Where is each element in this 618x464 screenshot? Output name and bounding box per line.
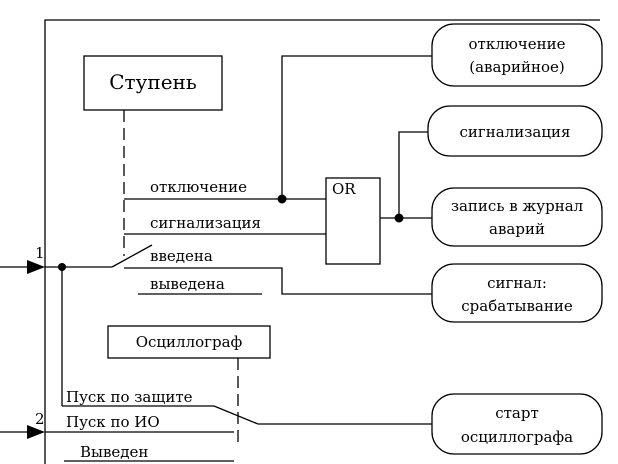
- terminal-emergency-trip-line1: отключение: [469, 35, 566, 53]
- trip-to-emergency-wire: [281, 55, 432, 199]
- input1-arrowhead: [27, 260, 45, 274]
- oscillograph-block-label: Осциллограф: [136, 333, 243, 351]
- terminal-log-line1: запись в журнал: [451, 197, 583, 215]
- frame-border: [44, 19, 600, 464]
- terminal-log: [431, 187, 603, 247]
- stage-output-alarm: сигнализация: [150, 214, 261, 232]
- input2-arrowhead: [27, 425, 45, 439]
- terminal-emergency-trip-line2: (аварийное): [469, 58, 565, 76]
- terminal-alarm: [427, 105, 603, 157]
- or-to-alarm-wire: [398, 131, 432, 218]
- stage-output-enabled: введена: [150, 247, 213, 265]
- osc-mode-start-by-io: Пуск по ИО: [66, 413, 160, 431]
- or-gate-label: OR: [332, 180, 356, 198]
- osc-mode-off: Выведен: [80, 443, 148, 461]
- osc-switch-blade: [213, 405, 259, 425]
- stage-switch-blade: [111, 244, 153, 268]
- oscillograph-block: [107, 325, 271, 359]
- terminal-alarm-label: сигнализация: [460, 123, 571, 141]
- terminal-signal: [431, 263, 603, 323]
- terminal-emergency-trip: [431, 23, 603, 87]
- enabled-to-signal-wire: [124, 267, 432, 295]
- terminal-osc-start-line1: старт: [495, 404, 539, 422]
- input2-number: 2: [35, 410, 45, 428]
- stage-block-label: Ступень: [109, 70, 197, 94]
- or-gate: [325, 177, 381, 265]
- terminal-signal-line2: срабатывание: [461, 297, 573, 315]
- stage-block: [83, 55, 223, 111]
- terminal-log-line2: аварий: [489, 220, 545, 238]
- input1-number: 1: [35, 244, 45, 262]
- osc-mode-start-by-protection: Пуск по защите: [66, 388, 193, 406]
- stage-output-disabled: выведена: [150, 275, 225, 293]
- stage-output-trip: отключение: [150, 178, 247, 196]
- terminal-signal-line1: сигнал:: [487, 274, 547, 292]
- terminal-osc-start-line2: осциллографа: [461, 428, 573, 446]
